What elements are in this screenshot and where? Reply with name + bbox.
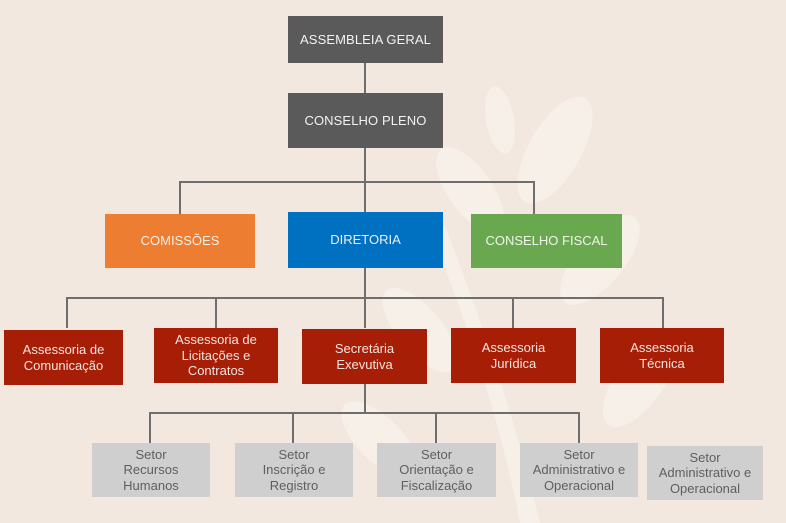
node-label: Setor Inscrição e Registro	[262, 446, 326, 493]
node-label: Assessoria Jurídica	[481, 339, 546, 371]
node-assembleia-geral: ASSEMBLEIA GERAL	[288, 16, 443, 63]
node-setor-administrativo-operacional-2: Setor Administrativo e Operacional	[647, 446, 763, 500]
node-secretaria-executiva: Secretária Exevutiva	[302, 329, 427, 384]
node-assessoria-tecnica: Assessoria Técnica	[600, 328, 724, 383]
node-setor-inscricao-registro: Setor Inscrição e Registro	[235, 443, 353, 497]
node-label: Assessoria Técnica	[630, 339, 694, 371]
node-assessoria-licitacoes: Assessoria de Licitações e Contratos	[154, 328, 278, 383]
node-label: Setor Administrativo e Operacional	[658, 449, 752, 496]
node-label: DIRETORIA	[330, 232, 401, 248]
node-label: ASSEMBLEIA GERAL	[300, 31, 431, 47]
node-comissoes: COMISSÕES	[105, 214, 255, 268]
node-label: Setor Orientação e Fiscalização	[399, 446, 474, 493]
node-setor-administrativo-operacional: Setor Administrativo e Operacional	[520, 443, 638, 497]
connector-level2-bus	[179, 181, 535, 214]
node-label: Setor Recursos Humanos	[123, 446, 179, 493]
node-label: Secretária Exevutiva	[334, 340, 395, 372]
connector-level3-bus	[66, 297, 664, 328]
node-label: Setor Administrativo e Operacional	[532, 446, 626, 493]
node-assessoria-juridica: Assessoria Jurídica	[451, 328, 576, 383]
node-conselho-pleno: CONSELHO PLENO	[288, 93, 443, 148]
node-setor-recursos-humanos: Setor Recursos Humanos	[92, 443, 210, 497]
node-assessoria-comunicacao: Assessoria de Comunicação	[4, 330, 123, 385]
node-conselho-fiscal: CONSELHO FISCAL	[471, 214, 622, 268]
node-setor-orientacao-fiscalizacao: Setor Orientação e Fiscalização	[377, 443, 496, 497]
node-diretoria: DIRETORIA	[288, 212, 443, 268]
node-label: COMISSÕES	[140, 233, 220, 249]
node-label: Assessoria de Licitações e Contratos	[175, 332, 257, 379]
node-label: Assessoria de Comunicação	[22, 341, 105, 373]
node-label: CONSELHO FISCAL	[485, 233, 608, 249]
connector-level4-bus	[149, 412, 580, 443]
node-label: CONSELHO PLENO	[304, 112, 427, 128]
